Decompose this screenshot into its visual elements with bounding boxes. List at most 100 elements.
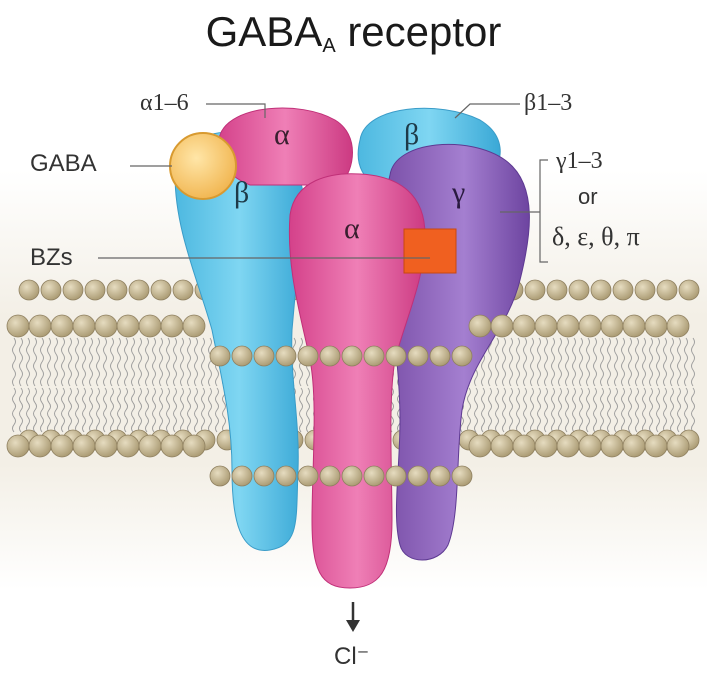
lipid-tail	[523, 387, 527, 433]
lipid-tail	[586, 387, 590, 433]
lipid-head	[407, 465, 429, 487]
lipid-head	[182, 314, 206, 338]
lipid-head	[94, 434, 118, 458]
title-subscript: A	[322, 35, 336, 57]
lipid-head	[578, 314, 602, 338]
label-bzs: BZs	[30, 244, 73, 271]
lipid-head	[622, 314, 646, 338]
lipid-tail	[96, 387, 100, 433]
lipid-tail	[152, 337, 156, 387]
label-alpha-isoforms: α1–6	[140, 90, 189, 116]
lipid-tail	[180, 337, 184, 387]
lipid-head	[172, 279, 194, 301]
lipid-tail	[474, 387, 478, 433]
lipid-tail	[82, 387, 86, 433]
lipid-head	[512, 314, 536, 338]
lipid-tail	[516, 387, 520, 433]
lipid-head	[50, 314, 74, 338]
lipid-tail	[103, 387, 107, 433]
lipid-head	[656, 279, 678, 301]
lipid-head	[182, 434, 206, 458]
lipid-tail	[54, 337, 58, 387]
arrow-down-icon	[346, 602, 360, 632]
lipid-tail	[600, 337, 604, 387]
lipid-tail	[131, 337, 135, 387]
lipid-tail	[586, 337, 590, 387]
lipid-head	[644, 314, 668, 338]
lipid-head	[341, 465, 363, 487]
lipid-head	[622, 434, 646, 458]
lipid-tail	[572, 337, 576, 387]
lipid-head	[319, 345, 341, 367]
lipid-head	[160, 314, 184, 338]
label-other-subunits: δ, ε, θ, π	[552, 222, 640, 251]
lipid-tail	[215, 387, 219, 433]
lipid-tail	[26, 337, 30, 387]
lipid-head	[106, 279, 128, 301]
subunit-label-gamma: γ	[452, 176, 466, 209]
lipid-tail	[642, 337, 646, 387]
lipid-head	[253, 465, 275, 487]
lipid-tail	[173, 387, 177, 433]
lipid-tail	[684, 337, 688, 387]
lipid-tail	[180, 387, 184, 433]
lipid-tail	[306, 387, 310, 433]
subunit-label-beta-back: β	[404, 118, 420, 151]
lipid-tail	[75, 337, 79, 387]
lipid-head	[429, 345, 451, 367]
lipid-head	[600, 314, 624, 338]
lipid-head	[297, 465, 319, 487]
lipid-tail	[537, 337, 541, 387]
lipid-tail	[187, 337, 191, 387]
lipid-tail	[544, 337, 548, 387]
lipid-head	[50, 434, 74, 458]
lipid-tail	[201, 387, 205, 433]
lipid-head	[253, 345, 275, 367]
lipid-tail	[691, 387, 695, 433]
lipid-head	[138, 314, 162, 338]
lipid-tail	[649, 387, 653, 433]
lipid-tail	[131, 387, 135, 433]
lipid-tail	[194, 387, 198, 433]
leader-lines	[98, 103, 548, 263]
lipid-tail	[152, 387, 156, 433]
lipid-head	[385, 465, 407, 487]
lipid-tail	[40, 387, 44, 433]
lipid-head	[341, 345, 363, 367]
lipid-tail	[558, 387, 562, 433]
lipid-tail	[593, 387, 597, 433]
lipid-tail	[187, 387, 191, 433]
lipid-head	[407, 345, 429, 367]
lipid-tail	[208, 337, 212, 387]
lipid-head	[666, 434, 690, 458]
lipid-tail	[40, 337, 44, 387]
label-gaba: GABA	[30, 150, 97, 177]
lipid-head	[275, 465, 297, 487]
lipid-head	[209, 465, 231, 487]
lipid-head	[72, 314, 96, 338]
lipid-head	[546, 279, 568, 301]
lipid-tail	[502, 337, 506, 387]
lipid-head	[534, 314, 558, 338]
lipid-tail	[33, 387, 37, 433]
gamma-bracket	[539, 159, 548, 263]
lipid-head	[160, 434, 184, 458]
lipid-tail	[96, 337, 100, 387]
lipid-tail	[117, 387, 121, 433]
diagram-title: GABAA receptor	[0, 8, 707, 58]
lipid-tail	[579, 387, 583, 433]
lipid-tail	[61, 387, 65, 433]
lipid-head	[116, 434, 140, 458]
lipid-tail	[159, 337, 163, 387]
beta-leader-line	[454, 103, 520, 119]
lipid-tail	[530, 387, 534, 433]
lipid-tail	[656, 387, 660, 433]
lipid-tail	[579, 337, 583, 387]
lipid-tail	[467, 387, 471, 433]
lipid-tail	[47, 337, 51, 387]
lipid-tail	[614, 337, 618, 387]
lipid-tail	[684, 387, 688, 433]
subunit-label-alpha-back: α	[274, 118, 290, 151]
lipid-head	[678, 279, 700, 301]
lipid-head	[275, 345, 297, 367]
